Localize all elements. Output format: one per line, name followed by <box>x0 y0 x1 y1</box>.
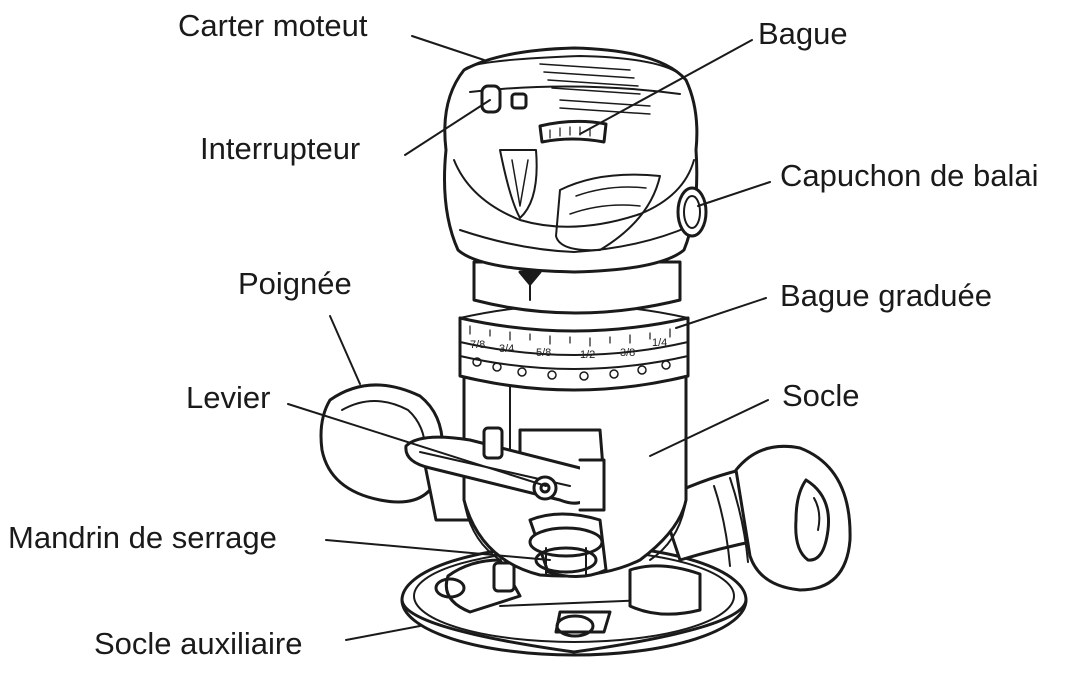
label-socle-auxiliaire: Socle auxiliaire <box>94 628 303 659</box>
scale-tick: 3/8 <box>620 347 635 359</box>
label-carter-moteur: Carter moteut <box>178 10 368 41</box>
collet-drawing <box>530 514 606 577</box>
leader-socle-auxiliaire <box>346 626 420 640</box>
label-bague-graduee: Bague graduée <box>780 280 992 311</box>
leader-carter-moteur <box>412 36 484 60</box>
leader-bague-graduee <box>676 298 766 328</box>
scale-tick: 7/8 <box>470 339 485 351</box>
label-capuchon-balai: Capuchon de balai <box>780 160 1039 191</box>
scale-tick: 1/4 <box>652 337 667 349</box>
label-bague: Bague <box>758 18 848 49</box>
leader-poignee <box>330 316 360 384</box>
scale-tick: 3/4 <box>499 343 514 355</box>
label-interrupteur: Interrupteur <box>200 133 360 164</box>
scale-tick: 5/8 <box>536 347 551 359</box>
label-poignee: Poignée <box>238 268 352 299</box>
label-mandrin: Mandrin de serrage <box>8 522 277 553</box>
label-levier: Levier <box>186 382 270 413</box>
motor-housing-drawing <box>445 48 707 313</box>
scale-tick: 1/2 <box>580 349 595 361</box>
label-socle: Socle <box>782 380 860 411</box>
leader-capuchon-balai <box>698 182 770 206</box>
